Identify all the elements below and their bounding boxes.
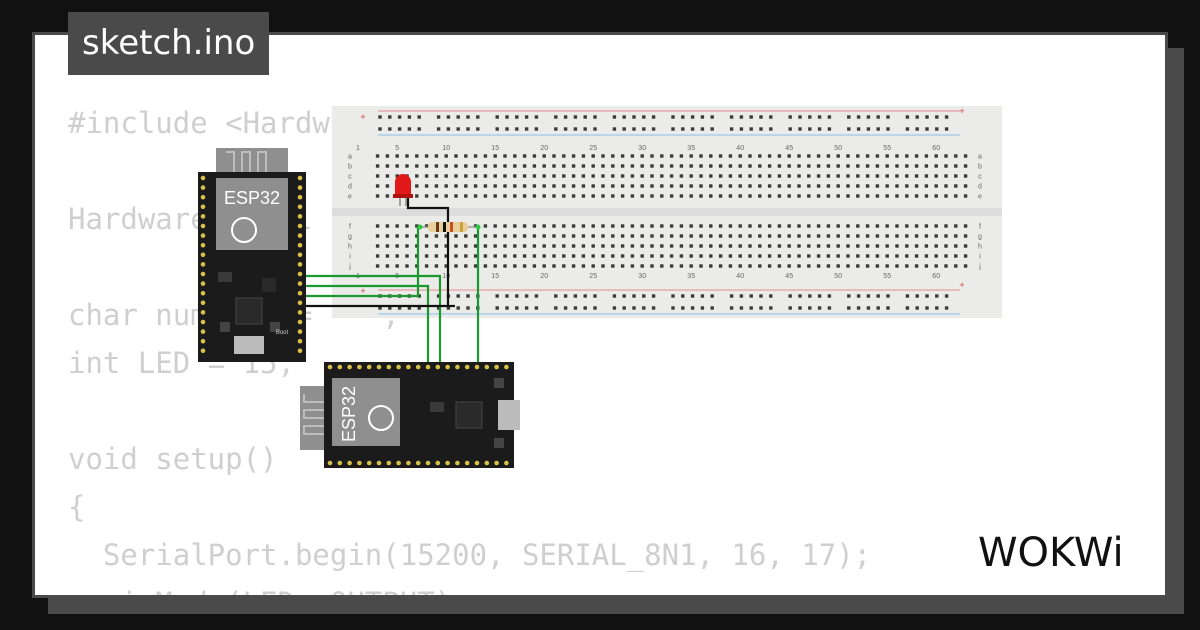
- code-line: void setup(): [68, 442, 278, 476]
- breadboard-column-label: 1: [356, 145, 360, 152]
- rail-plus-label: +: [959, 280, 964, 290]
- breadboard-row-label: f: [979, 224, 981, 231]
- wire-green-3: [300, 226, 420, 298]
- wire-green-1: [300, 274, 442, 365]
- led-red: [393, 174, 413, 206]
- breadboard-column-label: 10: [442, 145, 450, 152]
- wokwi-logo-text: WOKWi: [978, 530, 1124, 576]
- breadboard-column-label: 60: [932, 145, 940, 152]
- breadboard-row-label: g: [348, 234, 352, 241]
- breadboard-row-label: d: [978, 184, 982, 191]
- breadboard-row-label: h: [348, 244, 352, 251]
- wire-black-2: [406, 196, 450, 306]
- esp32-bottom-label: ESP32: [339, 386, 359, 442]
- breadboard-row-label: d: [348, 184, 352, 191]
- breadboard-row-label: i: [349, 254, 351, 261]
- code-line: int LED = 15;: [68, 346, 295, 380]
- breadboard-column-label: 10: [442, 273, 450, 280]
- breadboard-column-label: 5: [395, 145, 399, 152]
- breadboard-row-label: e: [348, 194, 352, 201]
- rail-plus-label: +: [360, 112, 365, 122]
- breadboard-column-label: 30: [638, 145, 646, 152]
- rail-plus-label: +: [959, 106, 964, 116]
- boot-label: Boot: [276, 330, 289, 336]
- breadboard-row-label: f: [349, 224, 351, 231]
- code-line: {: [68, 490, 86, 524]
- breadboard-column-label: 15: [491, 145, 499, 152]
- esp32-left-board: ESP32 Boot: [198, 148, 306, 362]
- breadboard-column-label: 55: [883, 273, 891, 280]
- wokwi-logo: WOKWi: [978, 530, 1124, 576]
- breadboard-column-label: 50: [834, 145, 842, 152]
- breadboard-column-label: 35: [687, 145, 695, 152]
- breadboard: 1155101015152020252530303535404045455050…: [332, 106, 1002, 318]
- breadboard-row-label: a: [978, 154, 982, 161]
- code-line: pinMode(LED, OUTPUT);: [68, 579, 871, 595]
- esp32-bottom-board: ESP32: [300, 362, 520, 468]
- breadboard-column-label: 20: [540, 273, 548, 280]
- breadboard-row-label: i: [979, 254, 981, 261]
- breadboard-row-label: c: [348, 174, 352, 181]
- breadboard-column-label: 30: [638, 273, 646, 280]
- rail-plus-label: +: [360, 286, 365, 296]
- breadboard-column-label: 55: [883, 145, 891, 152]
- breadboard-column-label: 50: [834, 273, 842, 280]
- breadboard-row-label: h: [978, 244, 982, 251]
- breadboard-column-label: 20: [540, 145, 548, 152]
- file-tab[interactable]: sketch.ino: [68, 12, 270, 75]
- esp32-left-label: ESP32: [224, 188, 280, 208]
- breadboard-row-label: j: [348, 264, 351, 271]
- breadboard-column-label: 25: [589, 273, 597, 280]
- breadboard-row-label: c: [978, 174, 982, 181]
- breadboard-column-label: 15: [491, 273, 499, 280]
- breadboard-row-label: a: [348, 154, 352, 161]
- breadboard-row-label: b: [348, 164, 352, 171]
- breadboard-column-label: 60: [932, 273, 940, 280]
- breadboard-row-label: b: [978, 164, 982, 171]
- breadboard-row-label: e: [978, 194, 982, 201]
- wires: [300, 196, 480, 365]
- breadboard-column-label: 40: [736, 273, 744, 280]
- breadboard-column-label: 45: [785, 273, 793, 280]
- breadboard-row-label: g: [978, 234, 982, 241]
- breadboard-column-label: 35: [687, 273, 695, 280]
- breadboard-column-label: 45: [785, 145, 793, 152]
- breadboard-column-label: 25: [589, 145, 597, 152]
- breadboard-row-label: j: [978, 264, 981, 271]
- resistor: [417, 222, 481, 232]
- breadboard-column-label: 40: [736, 145, 744, 152]
- wire-green-2: [300, 284, 430, 365]
- code-line: SerialPort.begin(15200, SERIAL_8N1, 16, …: [68, 538, 872, 572]
